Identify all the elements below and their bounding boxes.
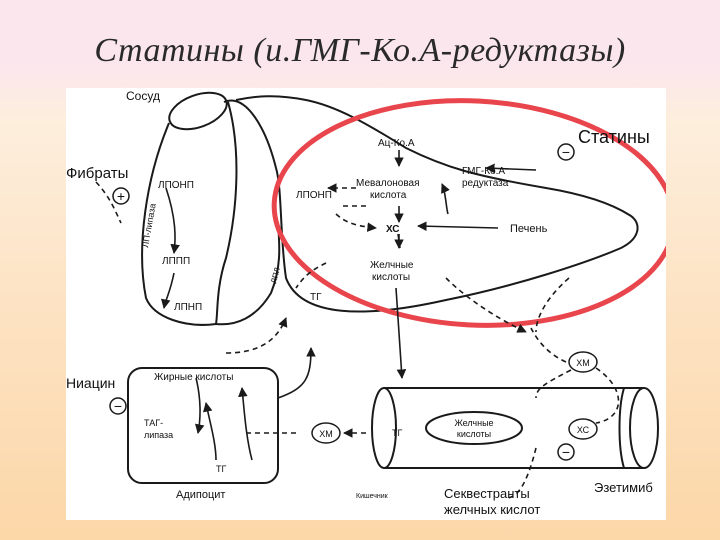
label-lpl-small: ЛПЛ — [269, 266, 282, 284]
label-fatty-acids: Жирные кислоты — [154, 372, 233, 383]
label-mevalonic-1: Мевалоновая — [356, 178, 420, 189]
label-idl: ЛППП — [162, 256, 190, 267]
label-tg-adipocyte: ТГ — [216, 464, 226, 474]
svg-text:−: − — [562, 444, 570, 460]
label-cholesterol: ХС — [386, 224, 400, 235]
label-tg-liver: ТГ — [310, 292, 322, 303]
page-title: Статины (и.ГМГ-Ко.А-редуктазы) — [0, 32, 720, 70]
label-bile-acids-gut-1: Желчные — [454, 418, 493, 428]
label-tg-gut: ТГ — [392, 428, 402, 438]
label-vldl-vessel: ЛПОНП — [158, 180, 194, 191]
svg-text:+: + — [117, 188, 125, 204]
label-acetyl-coa: Ац-Ко.А — [378, 138, 415, 149]
gut-bile-acids-oval — [426, 412, 522, 444]
label-vldl-liver: ЛПОНП — [296, 190, 332, 201]
label-tag-lipase-2: липаза — [144, 430, 173, 440]
label-chs-gut: ХС — [577, 425, 590, 435]
label-liver: Печень — [510, 223, 548, 235]
label-fibrates: Фибраты — [66, 165, 128, 182]
label-bile-acids-liver-1: Желчные — [370, 260, 414, 271]
label-ldl: ЛПНП — [174, 302, 202, 313]
label-bile-acids-liver-2: кислоты — [372, 272, 410, 283]
intestine-tube — [372, 388, 658, 468]
solid-arrows — [164, 150, 536, 460]
minus-sign-statins: − — [558, 144, 574, 160]
label-chm-right: ХМ — [576, 358, 590, 368]
label-sequestrants-1: Секвестранты — [444, 486, 530, 501]
label-hmg-1: ГМГ-Ко.А — [462, 166, 505, 177]
label-niacin: Ниацин — [66, 375, 115, 391]
label-vessel: Сосуд — [126, 89, 160, 103]
label-tag-lipase-1: ТАГ- — [144, 418, 163, 428]
diagram-panel: + − − − — [66, 88, 666, 520]
svg-text:−: − — [114, 398, 122, 414]
plus-sign-fibrates: + — [113, 188, 129, 204]
label-bile-acids-gut-2: кислоты — [457, 429, 491, 439]
liver-inner-curve — [216, 223, 279, 324]
label-intestine: Кишечник — [356, 493, 389, 500]
minus-sign-ezetimibe: − — [558, 444, 574, 460]
liver-outline — [224, 96, 638, 311]
label-adipocyte: Адипоцит — [176, 489, 225, 501]
label-mevalonic-2: кислота — [370, 190, 407, 201]
minus-sign-niacin: − — [110, 398, 126, 414]
label-statins: Статины — [578, 127, 650, 147]
label-sequestrants-2: желчных кислот — [444, 502, 540, 517]
label-hmg-2: редуктаза — [462, 178, 509, 189]
label-ezetimibe: Эзетимиб — [594, 480, 653, 495]
metabolism-diagram: + − − − — [66, 88, 666, 520]
label-chm-left: ХМ — [319, 429, 333, 439]
svg-text:−: − — [562, 144, 570, 160]
